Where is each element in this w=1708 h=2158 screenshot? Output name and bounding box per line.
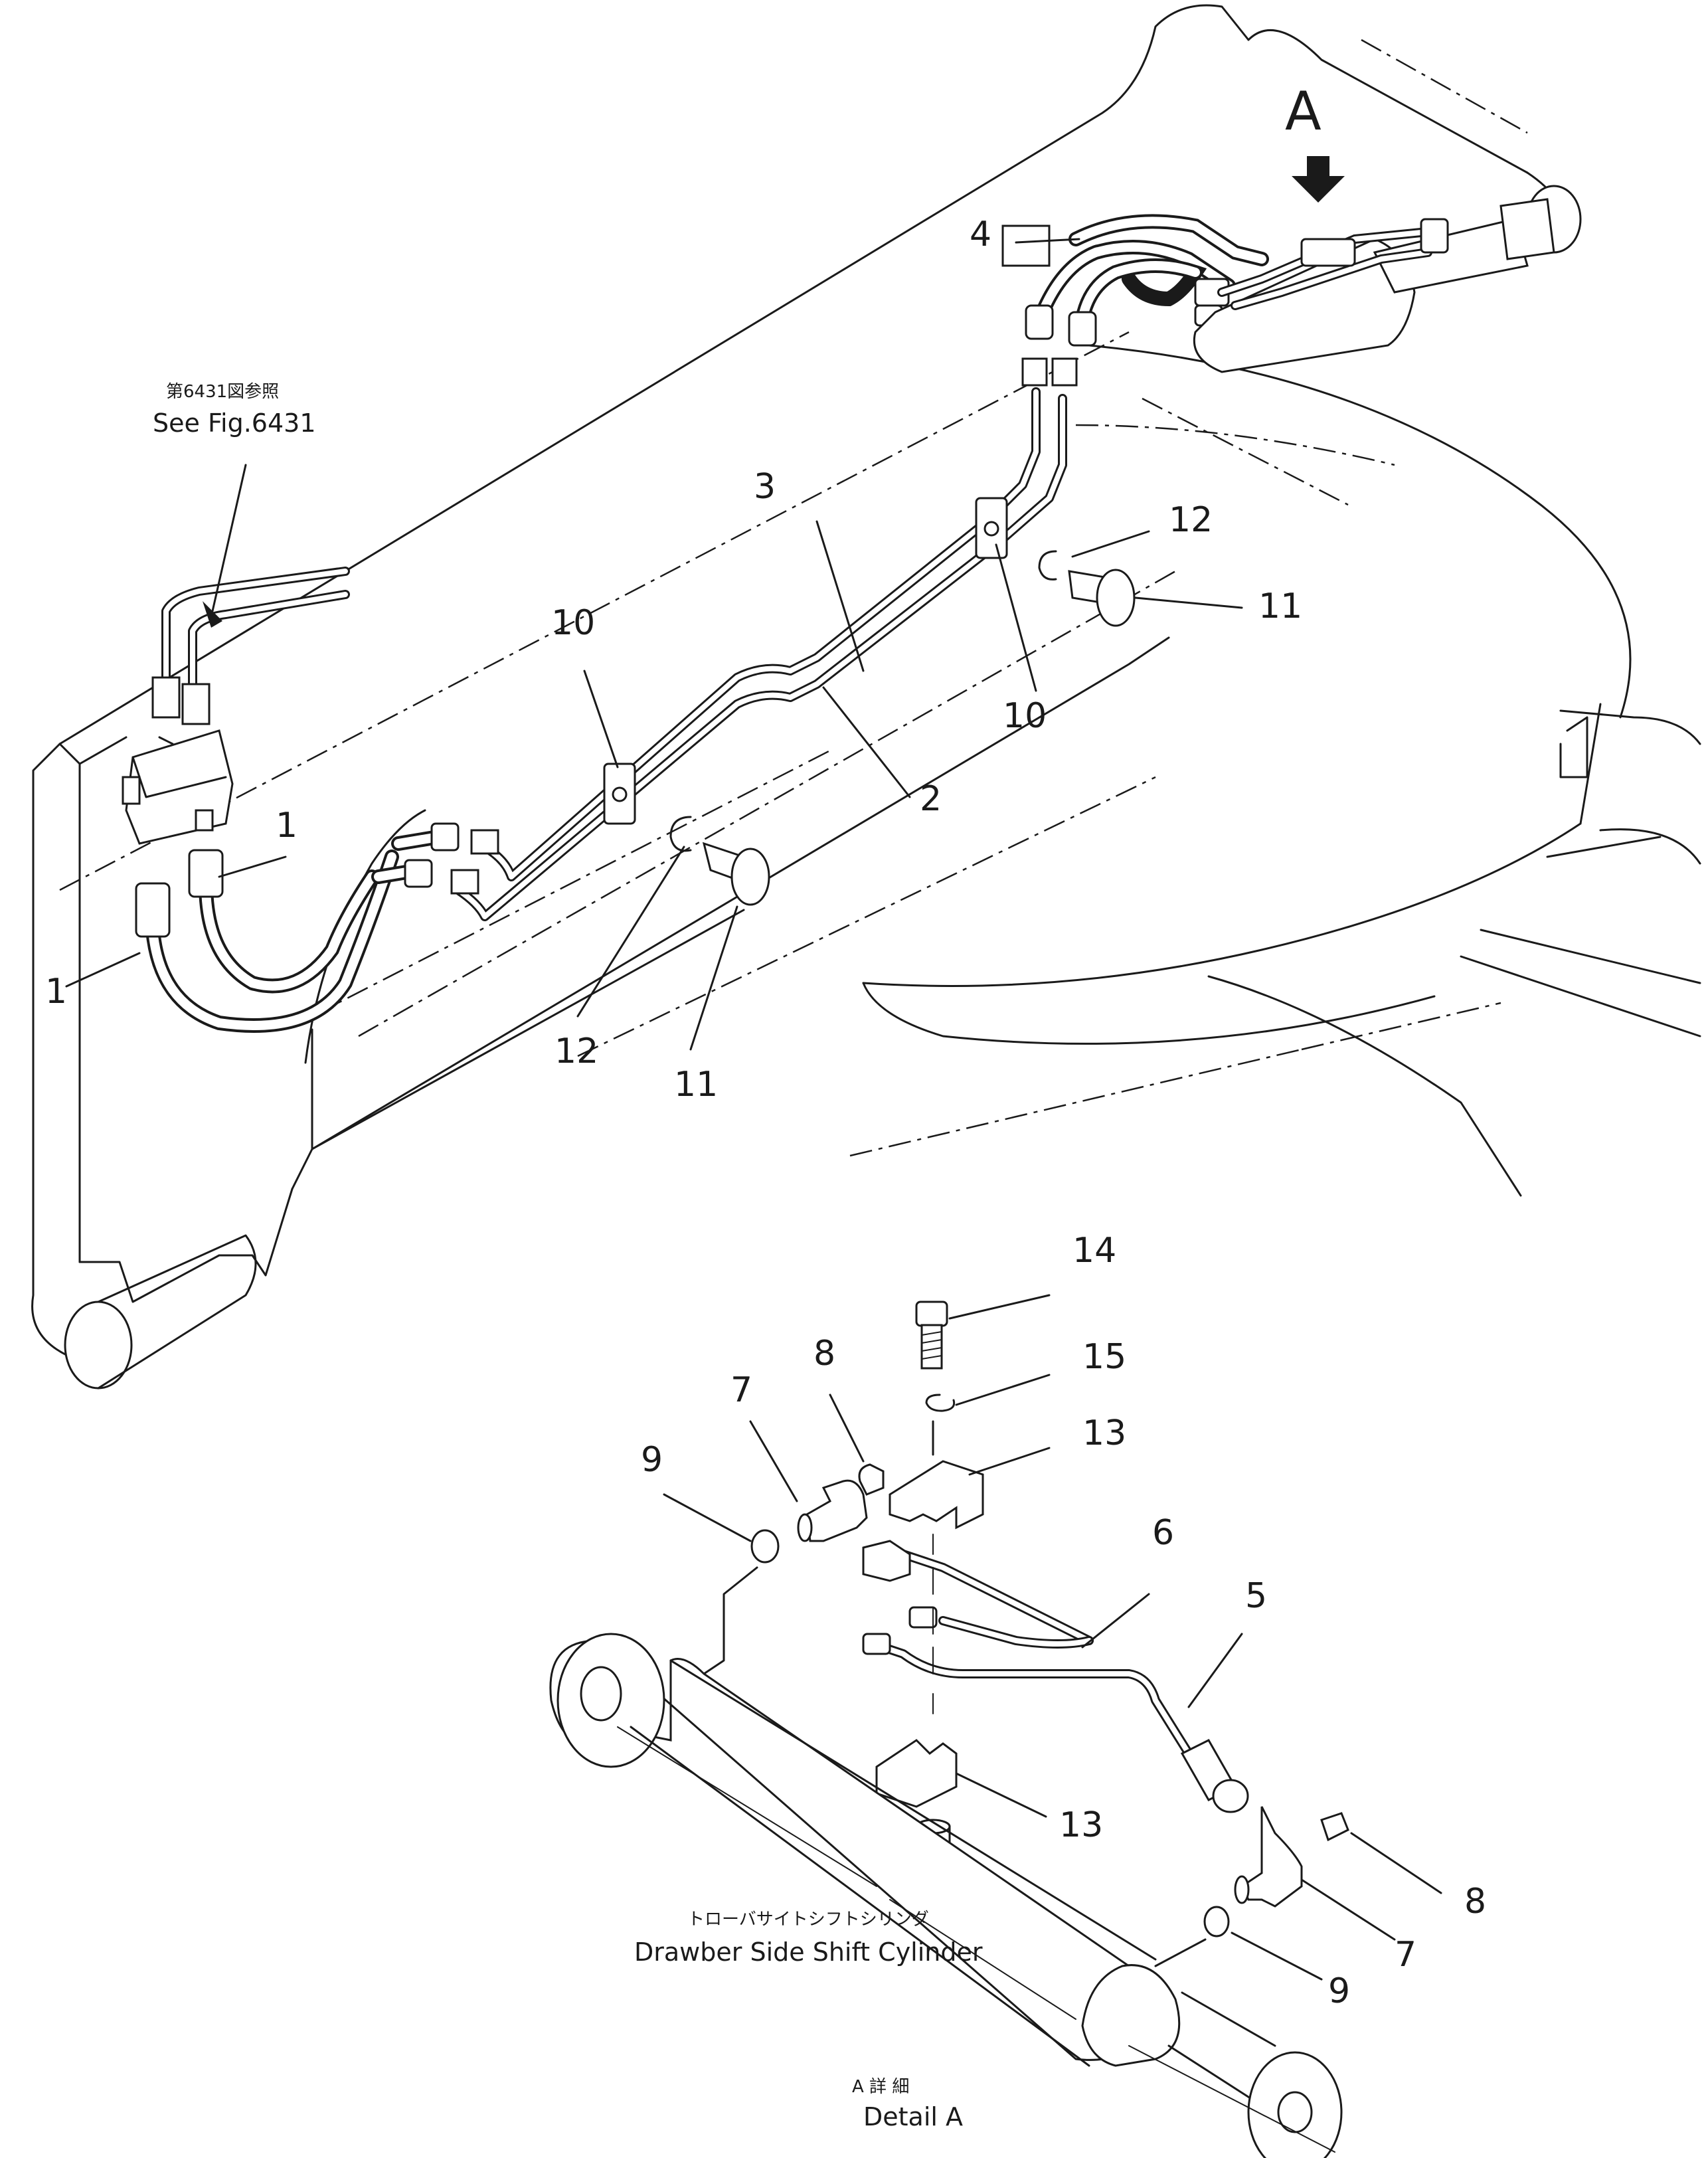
hose-part-1 bbox=[135, 822, 460, 1033]
callout-12-left: 12 bbox=[555, 1032, 598, 1071]
callout-14: 14 bbox=[1072, 1231, 1116, 1271]
callout-11-right: 11 bbox=[1258, 586, 1302, 626]
detail-a-drawing bbox=[549, 1301, 1349, 2158]
control-valve bbox=[122, 567, 350, 845]
machine-frame bbox=[31, 4, 1701, 1390]
leader-lines bbox=[65, 238, 1442, 1981]
callout-10-left: 10 bbox=[551, 603, 595, 643]
hose-part-4 bbox=[1001, 214, 1269, 347]
callout-9-upper: 9 bbox=[641, 1440, 663, 1480]
callout-1-lower: 1 bbox=[45, 972, 67, 1012]
pipe-part-2-3 bbox=[450, 357, 1078, 921]
callout-4: 4 bbox=[970, 215, 991, 254]
callout-7-upper: 7 bbox=[730, 1370, 752, 1410]
reference-jp: 第6431図参照 bbox=[166, 382, 279, 402]
callout-10-right: 10 bbox=[1003, 696, 1047, 736]
callout-8-upper: 8 bbox=[813, 1334, 835, 1374]
callout-5: 5 bbox=[1245, 1576, 1267, 1616]
callout-7-lower: 7 bbox=[1395, 1935, 1416, 1975]
callout-1-upper: 1 bbox=[276, 806, 298, 846]
callout-8-lower: 8 bbox=[1464, 1882, 1486, 1922]
cylinder-caption-en: Drawber Side Shift Cylinder bbox=[634, 1937, 983, 1967]
callout-6: 6 bbox=[1152, 1513, 1174, 1553]
callout-3: 3 bbox=[754, 467, 776, 507]
view-arrow-a bbox=[1292, 156, 1345, 203]
bolt-washer-set bbox=[669, 550, 1136, 906]
detail-caption-jp: A 詳 細 bbox=[852, 2077, 909, 2097]
callout-13-lower: 13 bbox=[1059, 1805, 1103, 1845]
detail-caption-en: Detail A bbox=[863, 2102, 963, 2131]
callout-9-lower: 9 bbox=[1328, 1971, 1350, 2011]
side-shift-cylinder-top bbox=[1193, 185, 1582, 373]
callout-11-left: 11 bbox=[674, 1065, 718, 1105]
callout-2: 2 bbox=[920, 779, 942, 819]
cylinder-caption-jp: トローバサイトシフトシリンダ bbox=[687, 1910, 929, 1930]
clamp-part-10 bbox=[603, 497, 1008, 825]
callout-15: 15 bbox=[1082, 1337, 1126, 1377]
callout-13-upper: 13 bbox=[1082, 1413, 1126, 1453]
callout-12-right: 12 bbox=[1169, 500, 1213, 540]
view-marker-a: A bbox=[1285, 80, 1322, 142]
reference-en: See Fig.6431 bbox=[153, 408, 316, 438]
